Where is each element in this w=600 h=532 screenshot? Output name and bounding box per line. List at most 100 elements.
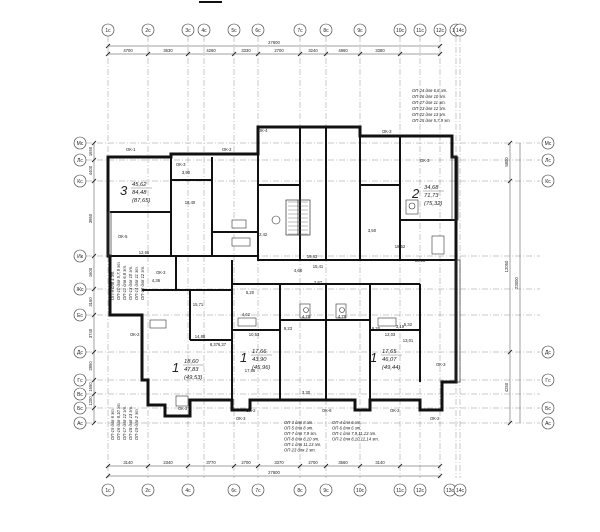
dimension-value: 1650 — [88, 382, 93, 392]
axis-bubble-bottom: 9c — [319, 483, 333, 497]
axis-label: 2c — [145, 28, 151, 34]
room-area: 18,40 — [185, 200, 196, 205]
axis-bubble-left: Лc — [73, 153, 87, 167]
balconies — [107, 156, 461, 383]
opening-note: ОП-17 для 12 эт. — [122, 406, 127, 440]
opening-note: ОП-23 для 12 эт. — [412, 106, 446, 111]
axis-label: 11c — [416, 28, 424, 34]
dimension-value: 1650 — [88, 146, 93, 156]
room-area: 13,01 — [403, 338, 414, 343]
dimension-value: 4400 — [88, 165, 93, 175]
dimension-value: 5800 — [504, 157, 509, 167]
axis-bubble-bottom: 12c — [413, 483, 427, 497]
axis-label: 10c — [396, 28, 405, 34]
dimension-value: 2700 — [274, 48, 284, 53]
axis-bubble-bottom: 7c — [251, 483, 265, 497]
room-area: 4,79 — [302, 314, 311, 319]
room-area: 3,19 — [396, 324, 405, 329]
dimension-value: 3380 — [375, 48, 385, 53]
opening-notes: ОП-24 для 6,8 эт.ОП-26 для 10 эт.ОП-27 д… — [110, 88, 451, 453]
axis-bubble-right: Бс — [541, 401, 555, 415]
axis-label: 1c — [105, 28, 111, 34]
axis-label: 4c — [185, 488, 191, 494]
opening-note: ОП-23 для 2 эт. — [284, 448, 316, 453]
dimension-total: 27600 — [268, 470, 280, 475]
opening-note: ОП-1 для 7,9,11,13 эт. — [332, 431, 376, 436]
opening-note: ОП-3 для 8 эт. — [284, 420, 313, 425]
axis-label: Ик — [77, 254, 84, 260]
room-area: 4,62 — [242, 312, 251, 317]
axis-label: Ес — [77, 313, 83, 319]
living-area: 17,66 — [252, 349, 267, 355]
axis-label: Лc — [545, 158, 551, 164]
axis-bubble-left: Ес — [73, 308, 87, 322]
opening-note: ОП-18 для 13 эт. — [128, 406, 133, 440]
axis-bubble-top: 10c — [393, 23, 407, 37]
dimension-value: 2340 — [163, 460, 173, 465]
dimension-value: 3740 — [88, 328, 93, 338]
dimension-value: 12050 — [504, 260, 509, 272]
total-area-with-balcony: (45,96) — [252, 365, 270, 371]
axis-label: 11c — [396, 488, 404, 494]
axis-label: Mc — [77, 141, 84, 147]
axis-label: 13c — [446, 488, 455, 494]
axis-bubble-right: Ас — [541, 416, 555, 430]
dimension-value: 3630 — [163, 48, 173, 53]
axis-bubble-top: 1c — [101, 23, 115, 37]
dimension-value: 4250 — [504, 382, 509, 392]
grid-axis-bubbles: 1c2c3c4c5c6c7c8c9c10c11c12c13c14c1c2c4c6… — [73, 23, 555, 497]
opening-note: ОП-6 для 6 эт. — [332, 426, 361, 431]
axis-label: 9c — [357, 28, 363, 34]
room-area: 15,71 — [193, 302, 204, 307]
axis-label: 5c — [231, 28, 237, 34]
axis-bubble-bottom: 2c — [141, 483, 155, 497]
axis-label: 7c — [255, 488, 261, 494]
dimension-value: 3160 — [88, 297, 93, 307]
window-mark: ОК-3 — [420, 158, 430, 163]
room-area: 14,80 — [195, 334, 206, 339]
axis-label: 7c — [297, 28, 303, 34]
opening-note: ОП-8 для 8,10 эт. — [284, 437, 319, 442]
staircase — [288, 200, 308, 235]
dimension-value: 3140 — [375, 460, 385, 465]
axis-label: Кc — [77, 179, 83, 185]
room-area: 9,20 — [372, 326, 381, 331]
opening-note: ОП-13 для 10 эт. — [128, 266, 133, 300]
dimension-value: 4260 — [206, 48, 216, 53]
window-mark: ОК-2 — [390, 408, 400, 413]
room-area: 6,37 — [218, 342, 227, 347]
room-area: 4,36 — [152, 278, 161, 283]
opening-note: ОП-16 для 8,10 эт. — [116, 402, 121, 440]
axis-bubble-top: 14c — [453, 23, 467, 37]
axis-label: Кc — [545, 179, 551, 185]
axis-bubble-top: 5c — [227, 23, 241, 37]
apartment-number: 1 — [370, 350, 377, 365]
axis-label: Гс — [77, 378, 83, 384]
window-mark: ОК-4 — [258, 128, 268, 133]
window-mark: ОК-2 — [246, 408, 256, 413]
opening-note: ОП-7 для 7,9 эт. — [284, 431, 317, 436]
living-area: 45,62 — [132, 182, 147, 188]
axis-label: 14c — [456, 28, 465, 34]
room-area-labels: 3,9018,4012,664,3615,716,3714,8012,423,5… — [139, 170, 426, 395]
room-area: 18,13 — [415, 258, 426, 263]
axis-bubble-left: Гс — [73, 373, 87, 387]
living-area: 34,68 — [424, 185, 439, 191]
axis-label: 3c — [185, 28, 191, 34]
axis-label: Ас — [545, 421, 551, 427]
axis-label: 2c — [145, 488, 151, 494]
dimension-value: 4700 — [123, 48, 133, 53]
dimension-value: 3560 — [338, 460, 348, 465]
total-area: 46,07 — [382, 357, 397, 363]
axis-label: Бс — [545, 406, 551, 412]
axis-bubble-left: Ас — [73, 416, 87, 430]
total-area: 43,90 — [252, 357, 267, 363]
room-area: 17,66 — [245, 368, 256, 373]
dimension-value: 3370 — [274, 460, 284, 465]
axis-label: Бс — [77, 406, 83, 412]
